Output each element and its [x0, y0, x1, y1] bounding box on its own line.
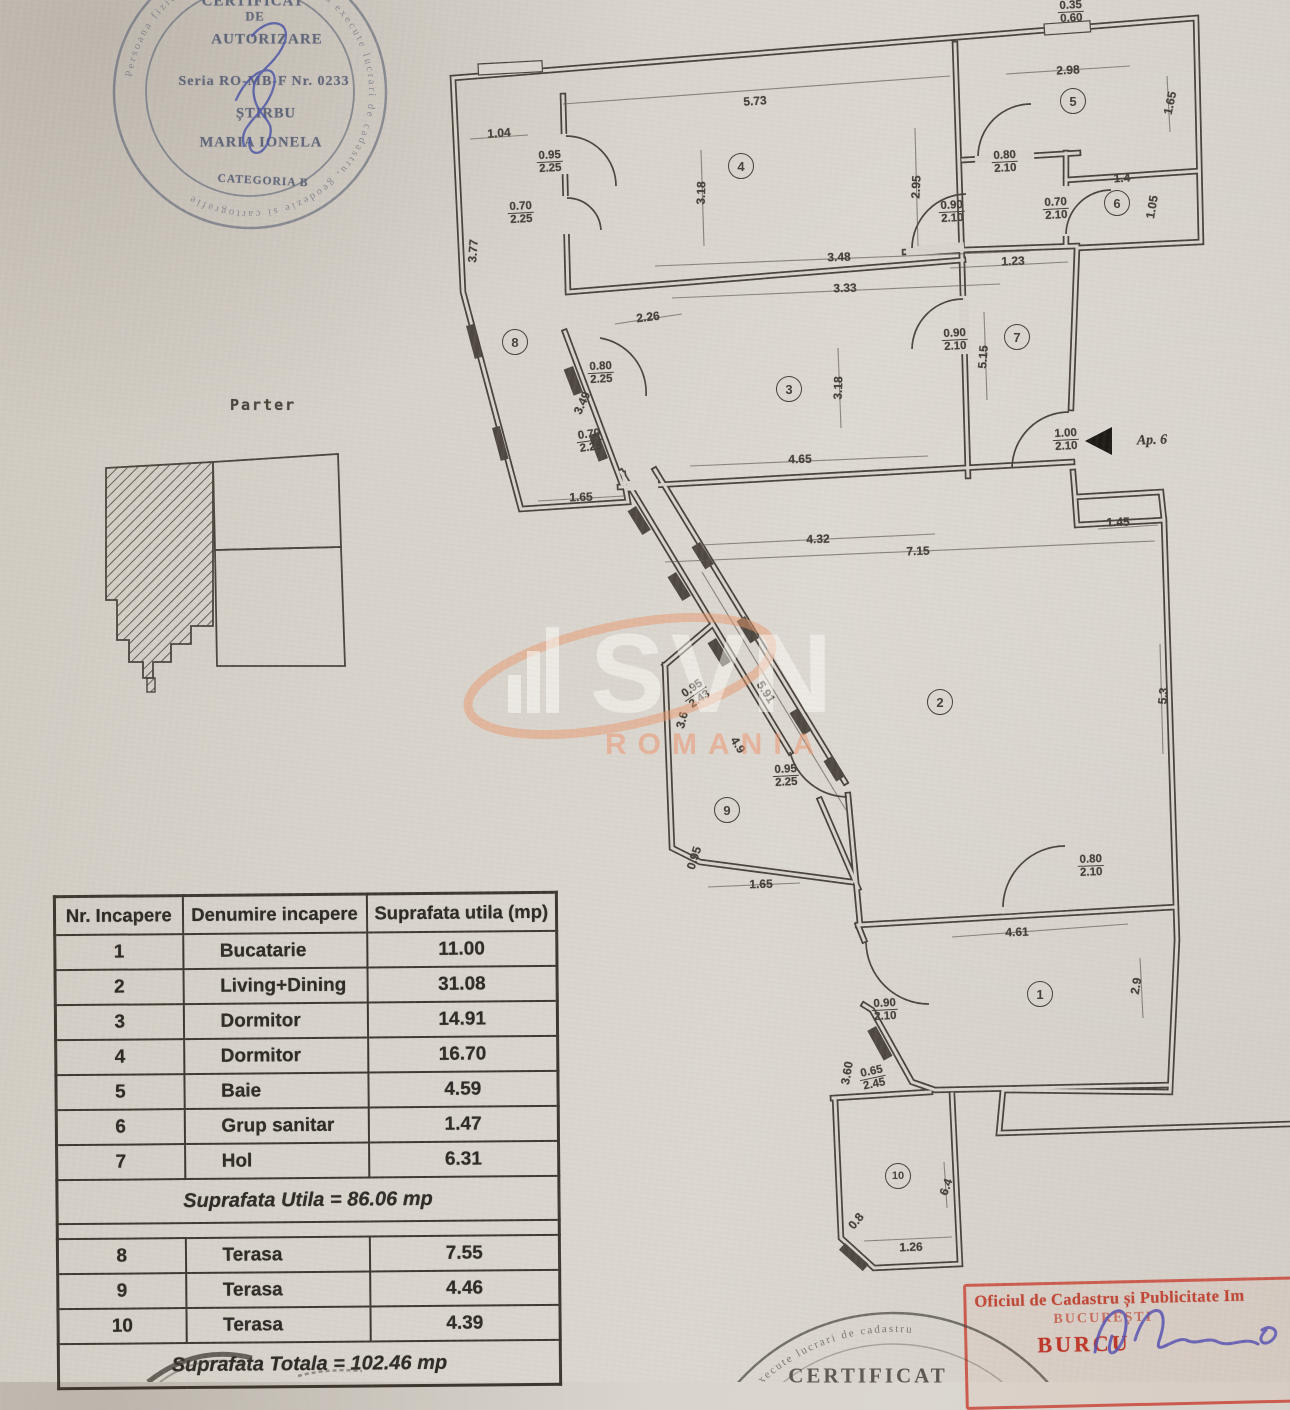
table-header-row: Nr. Incapere Denumire incapere Suprafata… [54, 892, 557, 936]
window-symbols [477, 20, 1092, 76]
header-room-number: Nr. Incapere [54, 895, 183, 936]
room-name-cell: Dormitor [183, 1037, 368, 1075]
room-area-cell: 6.31 [368, 1140, 559, 1178]
room-area-cell: 14.91 [367, 1000, 558, 1038]
auth-stamp-name2: MARIA IONELA [199, 134, 323, 151]
cert-stamp-title: CERTIFICAT [788, 1363, 948, 1388]
room-number-cell: 6 [56, 1109, 185, 1146]
site-plan-neighbor-2 [214, 546, 346, 667]
cadastre-office-stamp: Oficiul de Cadastru și Publicitate Im BU… [963, 1275, 1290, 1410]
room-number-cell: 3 [55, 1004, 184, 1041]
header-room-area: Suprafata utila (mp) [366, 892, 557, 933]
area-table: Nr. Incapere Denumire incapere Suprafata… [52, 890, 563, 1391]
auth-stamp-title2: DE [245, 9, 265, 24]
room-name-cell: Terasa [185, 1306, 371, 1344]
subtotal-row: Suprafata Utila = 86.06 mp [56, 1175, 560, 1225]
auth-stamp-name1: ȘTIRBU [236, 105, 296, 122]
room-name-cell: Terasa [185, 1271, 370, 1309]
room-name-cell: Hol [184, 1142, 369, 1180]
door-arcs [565, 103, 1112, 1005]
door-openings [559, 133, 1071, 914]
cadastre-stamp-line2: BUCUREȘTI [1053, 1309, 1154, 1327]
room-area-cell: 7.55 [369, 1234, 560, 1272]
room-name-cell: Bucatarie [182, 932, 367, 970]
room-name-cell: Dormitor [183, 1002, 368, 1040]
site-plan-neighbor-1 [212, 453, 342, 551]
room-area-cell: 4.46 [369, 1269, 560, 1307]
room-area-cell: 1.47 [368, 1105, 559, 1143]
room-number-cell: 5 [55, 1074, 185, 1111]
dimension-lines [469, 65, 1171, 1242]
site-plan-highlighted-unit [105, 461, 214, 679]
site-plan-title: Parter [230, 396, 297, 414]
room-name-cell: Baie [183, 1072, 369, 1110]
room-number-cell: 7 [56, 1144, 185, 1181]
subtotal-text: Suprafata Utila = 86.06 mp [56, 1175, 560, 1225]
room-name-cell: Grup sanitar [184, 1107, 369, 1145]
entry-arrow-icon [1085, 427, 1112, 455]
room-number-cell: 4 [55, 1039, 184, 1076]
room-area-cell: 11.00 [366, 930, 557, 968]
auth-stamp-title3: AUTORIZARE [211, 31, 323, 48]
room-area-cell: 4.59 [367, 1070, 559, 1108]
room-area-cell: 16.70 [367, 1035, 558, 1073]
header-room-name: Denumire incapere [182, 893, 367, 935]
room-area-cell: 31.08 [366, 965, 558, 1003]
room-name-cell: Terasa [185, 1236, 370, 1274]
total-row: Suprafata Totala = 102.46 mp [58, 1339, 561, 1389]
room-number-cell: 9 [57, 1273, 186, 1310]
room-number-cell: 10 [57, 1308, 187, 1345]
room-area-cell: 4.39 [369, 1304, 561, 1342]
cadastre-stamp-line1: Oficiul de Cadastru și Publicitate Im [974, 1285, 1245, 1311]
room-number-cell: 8 [57, 1238, 186, 1275]
site-plan-stub [146, 677, 156, 693]
total-text: Suprafata Totala = 102.46 mp [58, 1339, 561, 1389]
room-number-cell: 1 [54, 934, 183, 971]
auth-stamp-serial: Seria RO-MB-F Nr. 0233 [178, 74, 350, 89]
cadastre-stamp-line3: BURCU [1037, 1330, 1131, 1358]
room-name-cell: Living+Dining [182, 967, 368, 1005]
room-number-cell: 2 [55, 969, 184, 1006]
